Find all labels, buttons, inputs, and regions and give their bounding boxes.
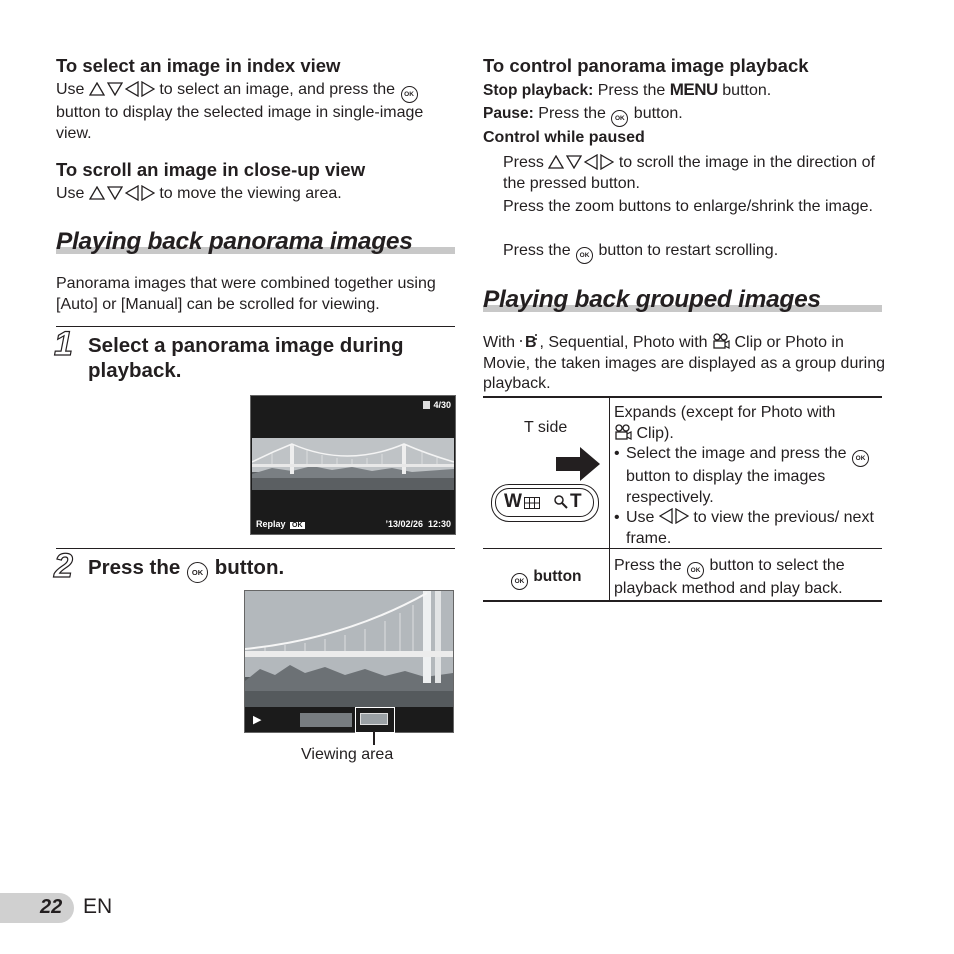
play-icon: ▶: [253, 714, 262, 726]
menu-button-label: MENU: [669, 80, 719, 99]
page-number-tab: [0, 893, 74, 923]
ok-button-row-label: OK button: [510, 568, 582, 590]
ok-button-icon: OK: [400, 86, 418, 103]
control-heading: To control panorama image playback: [483, 55, 809, 76]
paused-scroll-text: Press to scroll the image in the directi…: [503, 154, 875, 192]
title-underline: [56, 247, 455, 254]
zoom-lever-illustration: W T: [491, 484, 599, 522]
movie-camera-icon: [713, 333, 730, 349]
step-2-text: Press the OK button.: [88, 555, 284, 583]
arrow-buttons-icon: [89, 185, 155, 201]
panorama-playback-screen: 4/30 Replay OK ’13/02/26 12:30: [250, 395, 456, 535]
table-mid-rule: [483, 548, 882, 549]
date-time: ’13/02/26 12:30: [385, 519, 451, 529]
grouped-title: Playing back grouped images: [483, 286, 821, 313]
closeup-view-text: Use to move the viewing area.: [56, 185, 342, 202]
zoom-w-label: W: [504, 491, 522, 512]
ok-button-icon: OK: [511, 573, 528, 590]
step-divider: [56, 548, 455, 549]
magnify-icon: [554, 495, 568, 509]
title-underline: [483, 305, 882, 312]
index-view-heading: To select an image in index view: [56, 55, 341, 76]
svg-text:B: B: [525, 334, 537, 350]
t-side-description: Expands (except for Photo with Clip). •S…: [614, 404, 874, 547]
ok-button-icon: OK: [611, 110, 629, 127]
step-1-number: 1: [53, 324, 73, 363]
paused-zoom-text: Press the zoom buttons to enlarge/shrink…: [503, 198, 873, 215]
viewing-area-frame: [355, 707, 395, 733]
left-right-arrows-icon: [659, 508, 689, 524]
index-view-text: Use to select an image, and press the OK…: [56, 81, 424, 142]
stop-playback-text: Stop playback: Press the MENU button.: [483, 80, 772, 99]
ok-button-icon: OK: [852, 450, 870, 467]
t-side-label: T side: [524, 419, 568, 436]
grouped-intro: With B , Sequential, Photo with Clip or …: [483, 333, 886, 392]
table-bottom-rule: [483, 600, 882, 602]
paused-restart-text: Press the OK button to restart scrolling…: [503, 241, 778, 264]
frame-counter: 4/30: [423, 400, 451, 410]
table-column-divider: [609, 397, 610, 601]
arrow-right-icon: [556, 447, 600, 481]
zoom-t-label: T: [570, 491, 582, 512]
page-number: 22: [40, 896, 63, 918]
arrow-buttons-icon: [89, 81, 155, 97]
index-grid-icon: [524, 497, 540, 509]
panorama-bridge-image: [252, 438, 454, 490]
ok-badge: OK: [290, 522, 305, 529]
arrow-buttons-icon: [548, 154, 614, 170]
panorama-thumbnail-strip: [300, 713, 352, 727]
table-top-rule: [483, 396, 882, 398]
panorama-scroll-screen: ▶: [244, 590, 454, 733]
paused-heading: Control while paused: [483, 129, 645, 146]
step-1-text: Select a panorama image during playback.: [88, 334, 404, 382]
ok-button-row-description: Press the OK button to select the playba…: [614, 557, 845, 597]
language-label: EN: [83, 895, 113, 918]
closeup-bridge-image: [245, 591, 453, 707]
replay-label: Replay OK: [256, 519, 305, 529]
step-divider: [56, 326, 455, 327]
ok-button-icon: OK: [187, 562, 209, 583]
protect-icon: [423, 401, 431, 409]
sequential-shooting-icon: B: [520, 334, 538, 351]
closeup-view-heading: To scroll an image in close-up view: [56, 159, 366, 180]
step-2-number: 2: [53, 546, 73, 585]
panorama-intro: Panorama images that were combined toget…: [56, 275, 436, 313]
panorama-title: Playing back panorama images: [56, 228, 413, 255]
ok-button-icon: OK: [576, 247, 594, 264]
pause-text: Pause: Press the OK button.: [483, 104, 683, 127]
viewing-area-label: Viewing area: [301, 746, 394, 763]
movie-camera-icon: [615, 423, 632, 440]
ok-button-icon: OK: [687, 562, 705, 579]
viewing-area-pointer: [373, 731, 375, 745]
